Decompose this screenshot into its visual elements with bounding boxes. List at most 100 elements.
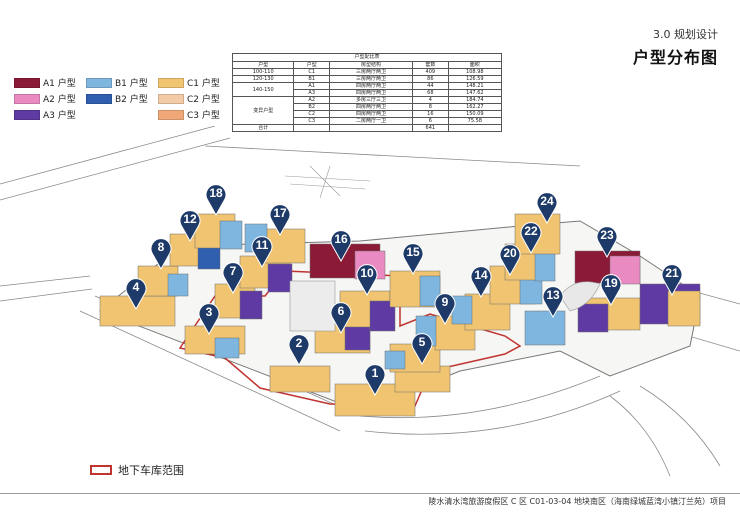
building-marker-16[interactable]: 16 [329,228,353,262]
building-marker-5[interactable]: 5 [410,331,434,365]
building-marker-19[interactable]: 19 [599,272,623,306]
building-marker-18[interactable]: 18 [204,182,228,216]
table-cell: 68 [412,89,449,97]
map-pin-icon [542,286,564,318]
building-marker-15[interactable]: 15 [401,241,425,275]
building-marker-6[interactable]: 6 [329,300,353,334]
map-pin-icon [364,364,386,396]
sea-shore [559,281,601,312]
legend-swatch-c2 [158,93,184,104]
building-marker-22[interactable]: 22 [519,220,543,254]
map-pin-icon [470,266,492,298]
unit-type-legend: A1 户型 B1 户型 C1 户型 A2 户型 B2 户型 C2 户型 A3 户… [14,76,224,124]
legend-item-c2: C2 户型 [158,92,220,105]
table-cell: C2 [293,110,331,118]
table-cell: 44 [412,82,449,90]
building-number: 10 [360,266,374,280]
map-pin-icon [179,210,201,242]
legend-swatch-b2 [86,93,112,104]
table-cell: 三房两厅两卫 [329,75,414,83]
table-cell: B2 [293,103,331,111]
table-cell: 108.98 [447,68,503,76]
block-13 [524,310,566,346]
footer-divider [0,493,740,494]
building-marker-13[interactable]: 13 [541,284,565,318]
table-header-cell: 户型 [293,61,331,69]
map-pin-icon [198,303,220,335]
table-cell: 多房三厅三卫 [329,96,414,104]
building-marker-8[interactable]: 8 [149,236,173,270]
table-cell: 75.58 [447,117,503,125]
building-marker-11[interactable]: 11 [250,234,274,268]
map-pin-icon [269,204,291,236]
table-cell: 四房两厅两卫 [329,82,414,90]
building-marker-3[interactable]: 3 [197,301,221,335]
table-header-cell: 面积 [447,61,503,69]
building-marker-4[interactable]: 4 [124,276,148,310]
map-pin-icon [434,293,456,325]
legend-item-c1: C1 户型 [158,76,220,89]
building-number: 22 [524,224,538,238]
table-cell [447,124,503,132]
table-cell: A1 [293,82,331,90]
legend-label-a1: A1 户型 [43,79,76,89]
building-number: 21 [665,266,679,280]
header: 3.0 规划设计 户型分布图 [633,26,718,68]
table-cell: 6 [412,117,449,125]
block-18-b [219,220,243,250]
building-marker-21[interactable]: 21 [660,262,684,296]
garage-swatch [90,465,112,475]
building-number: 7 [229,264,237,278]
legend-swatch-a2 [14,93,40,104]
building-number: 12 [183,212,197,226]
building-marker-17[interactable]: 17 [268,202,292,236]
building-number: 3 [205,305,213,319]
building-number: 9 [441,295,449,309]
table-cell: 184.74 [447,96,503,104]
building-marker-24[interactable]: 24 [535,190,559,224]
building-number: 1 [371,366,379,380]
building-marker-14[interactable]: 14 [469,264,493,298]
building-marker-2[interactable]: 2 [287,332,311,366]
block-6-b [344,325,371,351]
building-number: 8 [157,240,165,254]
building-marker-10[interactable]: 10 [355,262,379,296]
building-number: 11 [255,238,269,252]
block-22-b [534,250,556,282]
footer-project-title: 陵水清水湾旅游度假区 C 区 C01-03-04 地块南区（海南绿城蓝湾小镇汀兰… [428,497,726,506]
legend-item-c3: C3 户型 [158,108,220,121]
block-7-b [239,290,263,320]
map-pin-icon [330,230,352,262]
legend-item-a1: A1 户型 [14,76,76,89]
map-pin-icon [205,184,227,216]
legend-label-a2: A2 户型 [43,95,76,105]
building-marker-7[interactable]: 7 [221,260,245,294]
legend-label-a3: A3 户型 [43,111,76,121]
building-number: 2 [295,336,303,350]
table-cell: 4 [412,96,449,104]
table-cell: 150.09 [447,110,503,118]
table-header-cell: 房型结构 [329,61,414,69]
table-cell: 二房两厅一卫 [329,117,414,125]
building-marker-1[interactable]: 1 [363,362,387,396]
legend-swatch-a1 [14,77,40,88]
building-marker-23[interactable]: 23 [595,224,619,258]
site-plan [0,126,740,477]
building-marker-20[interactable]: 20 [498,242,522,276]
table-cell: 148.21 [447,82,503,90]
legend-swatch-a3 [14,109,40,120]
legend-label-b1: B1 户型 [115,79,148,89]
building-marker-12[interactable]: 12 [178,208,202,242]
map-pin-icon [499,244,521,276]
building-marker-9[interactable]: 9 [433,291,457,325]
map-pin-icon [356,264,378,296]
building-number: 24 [540,194,554,208]
map-pin-icon [600,274,622,306]
legend-label-c3: C3 户型 [187,111,220,121]
table-cell: C1 [293,68,331,76]
legend-swatch-c1 [158,77,184,88]
